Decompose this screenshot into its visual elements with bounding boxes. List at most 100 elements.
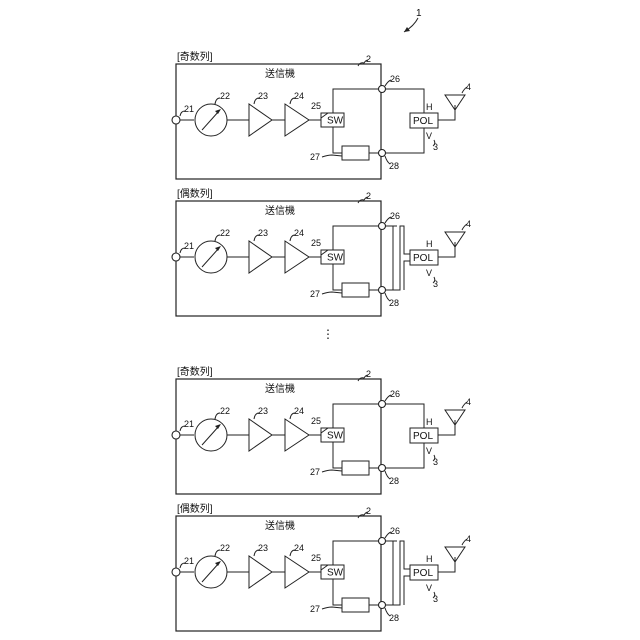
switch-text: SW xyxy=(327,253,344,264)
input-terminal xyxy=(172,253,180,261)
wire-28-to-v xyxy=(386,443,424,468)
wire-pol-antenna xyxy=(438,420,455,435)
transmitter-box xyxy=(176,201,381,316)
ref-27-label: 27 xyxy=(310,289,320,299)
polarizer-v-label: V xyxy=(426,446,432,456)
polarizer-text: POL xyxy=(413,568,433,579)
wire-26-to-h xyxy=(386,89,424,113)
panel-3: [奇数列]送信機221222324SW25262728POLHV34 xyxy=(172,365,471,494)
switch-text: SW xyxy=(327,116,344,127)
output-terminal-28 xyxy=(379,287,386,294)
ref-23-label: 23 xyxy=(258,91,268,101)
output-terminal-26 xyxy=(379,223,386,230)
figure-reference: 1 xyxy=(404,8,422,32)
ref-25-label: 25 xyxy=(311,416,321,426)
ref-4-label: 4 xyxy=(466,219,471,229)
polarizer-v-label: V xyxy=(426,131,432,141)
ref-21-label: 21 xyxy=(184,556,194,566)
polarizer-h-label: H xyxy=(426,417,433,427)
input-terminal xyxy=(172,431,180,439)
ref-28-label: 28 xyxy=(389,298,399,308)
ref-4-label: 4 xyxy=(466,397,471,407)
ref-21-label: 21 xyxy=(184,419,194,429)
polarizer-h-label: H xyxy=(426,102,433,112)
panel-label: [偶数列] xyxy=(177,187,213,200)
ellipsis: ⋮ xyxy=(322,327,334,341)
panel-label: [偶数列] xyxy=(177,502,213,515)
transmitter-box xyxy=(176,516,381,631)
ref-3-label: 3 xyxy=(433,279,438,289)
transmitter-box xyxy=(176,64,381,179)
wire-cross-to-v xyxy=(404,576,410,605)
ref-27-label: 27 xyxy=(310,467,320,477)
ref-2-label: 2 xyxy=(366,191,371,201)
wire-28-to-v xyxy=(386,128,424,153)
ref-3-label: 3 xyxy=(433,142,438,152)
wire-cross-to-h xyxy=(385,541,410,605)
wire-pol-antenna xyxy=(438,105,455,120)
output-terminal-26 xyxy=(379,538,386,545)
ref-21-label: 21 xyxy=(184,241,194,251)
input-terminal xyxy=(172,116,180,124)
panel-4: [偶数列]送信機221222324SW25262728POLHV34 xyxy=(172,502,471,631)
ref-25-label: 25 xyxy=(311,238,321,248)
ref-24-label: 24 xyxy=(294,406,304,416)
wire-cross-to-v xyxy=(404,261,410,290)
output-terminal-28 xyxy=(379,150,386,157)
ref-25-label: 25 xyxy=(311,101,321,111)
ref-24-label: 24 xyxy=(294,228,304,238)
figure-ref-number: 1 xyxy=(416,8,422,19)
ref-2-label: 2 xyxy=(366,506,371,516)
ref-28-label: 28 xyxy=(389,161,399,171)
polarizer-text: POL xyxy=(413,431,433,442)
switch-text: SW xyxy=(327,431,344,442)
wire-26-to-h xyxy=(386,404,424,428)
output-terminal-26 xyxy=(379,401,386,408)
ref-22-label: 22 xyxy=(220,228,230,238)
ref-27-label: 27 xyxy=(310,604,320,614)
ref-21-label: 21 xyxy=(184,104,194,114)
transmitter-title: 送信機 xyxy=(265,382,295,395)
ref-4-label: 4 xyxy=(466,534,471,544)
polarizer-h-label: H xyxy=(426,239,433,249)
wire-26-down xyxy=(386,541,393,605)
transmitter-box xyxy=(176,379,381,494)
output-terminal-28 xyxy=(379,602,386,609)
ref-28-label: 28 xyxy=(389,476,399,486)
transmitter-title: 送信機 xyxy=(265,204,295,217)
wire-cross-to-h xyxy=(385,226,410,290)
ref-26-label: 26 xyxy=(390,211,400,221)
ref-23-label: 23 xyxy=(258,406,268,416)
ref-26-label: 26 xyxy=(390,74,400,84)
transmitter-title: 送信機 xyxy=(265,519,295,532)
polarizer-v-label: V xyxy=(426,268,432,278)
wire-pol-antenna xyxy=(438,242,455,257)
output-terminal-26 xyxy=(379,86,386,93)
panel-1: [奇数列]送信機221222324SW25262728POLHV34 xyxy=(172,50,471,179)
input-terminal xyxy=(172,568,180,576)
panel-label: [奇数列] xyxy=(177,50,213,63)
wire-26-down xyxy=(386,226,393,290)
polarizer-text: POL xyxy=(413,116,433,127)
ref-22-label: 22 xyxy=(220,543,230,553)
ref-28-label: 28 xyxy=(389,613,399,623)
ref-27-label: 27 xyxy=(310,152,320,162)
ref-4-label: 4 xyxy=(466,82,471,92)
ref-24-label: 24 xyxy=(294,543,304,553)
polarizer-v-label: V xyxy=(426,583,432,593)
ref-23-label: 23 xyxy=(258,228,268,238)
ref-22-label: 22 xyxy=(220,91,230,101)
ref-26-label: 26 xyxy=(390,389,400,399)
ref-3-label: 3 xyxy=(433,457,438,467)
ref-26-label: 26 xyxy=(390,526,400,536)
ref-22-label: 22 xyxy=(220,406,230,416)
panel-2: [偶数列]送信機221222324SW25262728POLHV34 xyxy=(172,187,471,316)
ref-23-label: 23 xyxy=(258,543,268,553)
ref-2-label: 2 xyxy=(366,54,371,64)
polarizer-h-label: H xyxy=(426,554,433,564)
ref-24-label: 24 xyxy=(294,91,304,101)
ref-3-label: 3 xyxy=(433,594,438,604)
wire-pol-antenna xyxy=(438,557,455,572)
figure-ref-arrowhead xyxy=(404,27,410,32)
